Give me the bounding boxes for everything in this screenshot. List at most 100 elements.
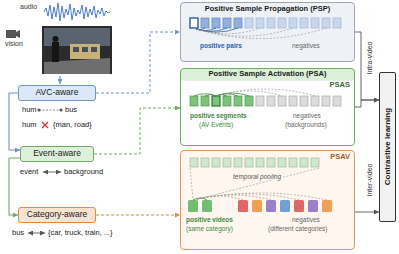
camera-icon	[6, 30, 20, 38]
panel-fills	[180, 68, 355, 146]
video-frame	[42, 26, 112, 74]
operation-label: temporal pooling	[232, 173, 282, 180]
psp-sample-squares	[322, 18, 330, 28]
connector	[355, 100, 379, 107]
panel-fills	[181, 69, 355, 81]
scope-label: Inter-video	[365, 163, 373, 196]
module-panel: PSAV	[180, 150, 355, 250]
connector	[9, 158, 20, 215]
psav-pooling	[311, 158, 319, 167]
psav-pooling	[202, 200, 212, 212]
psav-pooling	[198, 168, 319, 199]
example-label: hum	[22, 106, 37, 115]
video-frame	[82, 47, 88, 52]
node-text: Category-aware	[27, 210, 87, 220]
relation-glyphs	[37, 108, 40, 111]
psa-segments	[201, 96, 209, 106]
psav-pooling	[300, 158, 308, 167]
psp-sample-squares	[223, 18, 231, 28]
psav-pooling	[278, 158, 286, 167]
audio-waveform	[44, 3, 110, 21]
psp-sample-squares	[190, 18, 341, 39]
audio-waveform	[44, 3, 110, 21]
psa-segments	[205, 95, 216, 97]
module-panel: Positive Sample Activation (PSA) PSAS	[180, 68, 355, 146]
example-label: background	[64, 168, 103, 177]
psp-sample-squares	[245, 18, 253, 28]
psa-segments	[311, 96, 319, 106]
connector	[355, 212, 379, 213]
psav-pooling	[245, 158, 253, 167]
psp-sample-squares	[194, 28, 260, 34]
psav-pooling	[266, 200, 276, 212]
node-text: Positive Sample Propagation (PSP)	[181, 5, 354, 14]
psa-segments	[194, 94, 216, 96]
connector	[9, 93, 20, 150]
node-text: Event-aware	[33, 149, 81, 159]
psp-sample-squares	[311, 18, 319, 28]
psav-pooling	[234, 158, 242, 167]
panel-fills	[180, 150, 355, 250]
relation-glyphs	[42, 122, 48, 128]
connector	[355, 32, 379, 100]
psa-segments	[234, 96, 242, 106]
psp-sample-squares	[194, 28, 326, 39]
psav-pooling	[289, 158, 297, 167]
psa-segments	[223, 96, 231, 106]
psa-segments	[289, 96, 297, 106]
node-text: PSAV	[181, 153, 354, 162]
psp-sample-squares	[278, 18, 286, 28]
psav-pooling	[322, 200, 332, 212]
psp-sample-squares	[190, 18, 198, 28]
psa-segments	[322, 96, 330, 106]
connector	[96, 32, 180, 93]
relation-glyphs	[28, 233, 45, 234]
modality-label: audio	[20, 3, 37, 11]
node-text: PSAS	[181, 81, 354, 90]
node-text: Contrastive learning	[383, 108, 392, 185]
psav-pooling	[252, 200, 262, 212]
camera-icon	[6, 30, 16, 38]
psa-segments	[212, 96, 220, 106]
modality-label: vision	[5, 40, 23, 48]
node-text: Positive Sample Activation (PSA)	[181, 70, 354, 79]
psav-pooling	[193, 194, 299, 200]
video-frame	[73, 47, 79, 52]
example-label: bus	[12, 229, 24, 238]
example-label: {car, truck, train, ...}	[48, 229, 113, 238]
flow-arrow	[59, 76, 60, 84]
node-text: AVC-aware	[36, 88, 79, 98]
psp-sample-squares	[201, 18, 209, 28]
psp-sample-squares	[289, 18, 297, 28]
psa-segments	[256, 96, 264, 106]
psa-segments	[267, 96, 275, 106]
positive-label: positive pairs	[200, 42, 242, 49]
relation-glyphs	[42, 122, 48, 128]
connector	[96, 215, 180, 216]
video-frame	[70, 44, 100, 59]
process-box: Category-aware	[18, 207, 96, 223]
example-label: bus	[65, 106, 77, 115]
negative-label: negatives	[292, 216, 320, 223]
process-box: Event-aware	[20, 146, 94, 162]
connector	[94, 108, 180, 154]
psav-pooling	[190, 158, 198, 167]
psp-sample-squares	[256, 18, 264, 28]
psa-segments	[333, 96, 341, 106]
positive-label: positive videos	[186, 216, 233, 223]
psav-pooling	[256, 158, 264, 167]
psa-segments	[216, 91, 282, 96]
positive-label: (same category)	[186, 225, 233, 232]
psav-pooling	[223, 158, 231, 167]
psav-pooling	[308, 200, 318, 212]
scope-label: Intra-video	[365, 41, 373, 74]
psav-pooling	[188, 158, 332, 212]
psa-segments	[300, 96, 308, 106]
objective-box: Contrastive learning	[379, 72, 396, 222]
psav-pooling	[212, 158, 220, 167]
psav-pooling	[201, 158, 209, 167]
psav-pooling	[188, 200, 198, 212]
positive-label: positive segments	[190, 112, 247, 119]
video-frame	[53, 36, 59, 42]
relation-glyphs	[43, 172, 61, 173]
